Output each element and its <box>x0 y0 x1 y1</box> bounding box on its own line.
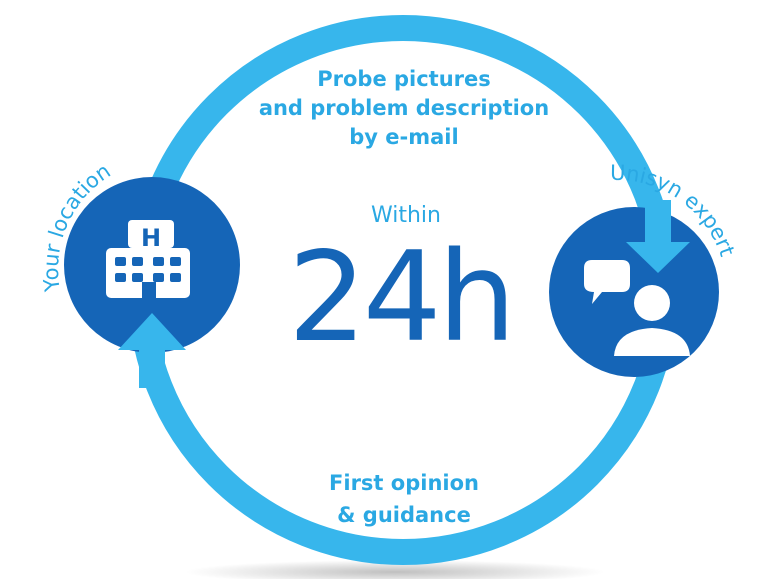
top-label-line2: and problem description <box>259 96 549 120</box>
expert-chat-icon <box>584 260 690 356</box>
top-label-line1: Probe pictures <box>317 67 491 91</box>
your-location-node: H <box>64 177 240 353</box>
arrow-to-location-stem <box>139 348 165 388</box>
hospital-icon: H <box>106 220 190 298</box>
bottom-label-line2: & guidance <box>337 503 471 527</box>
unisyn-expert-node <box>549 207 719 377</box>
hospital-icon-letter: H <box>141 224 161 252</box>
top-label-line3: by e-mail <box>349 125 458 149</box>
arrow-to-expert-stem <box>645 200 671 244</box>
bottom-label-line1: First opinion <box>329 471 479 495</box>
center-value: 24h <box>288 226 512 370</box>
center-prefix: Within <box>371 203 441 228</box>
ring-shadow <box>185 560 605 584</box>
arrow-to-expert <box>626 242 690 273</box>
arrow-to-location <box>118 313 186 350</box>
